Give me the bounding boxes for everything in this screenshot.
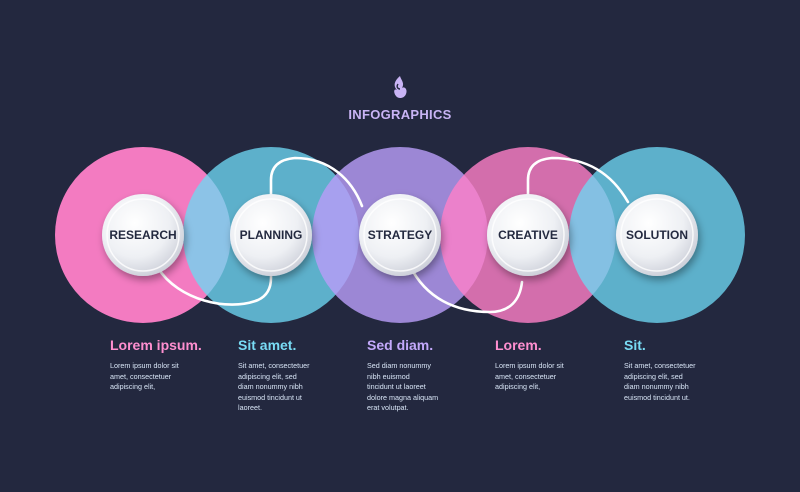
step-column-planning: Sit amet. Sit amet, consectetuer adipisc… <box>238 337 358 414</box>
step-column-research: Lorem ipsum. Lorem ipsum dolor sit amet,… <box>110 337 230 393</box>
step-heading: Lorem ipsum. <box>110 337 202 353</box>
step-label-creative: CREATIVE <box>498 228 558 242</box>
badge-planning <box>230 194 312 276</box>
step-heading: Sed diam. <box>367 337 434 353</box>
badge-creative <box>487 194 569 276</box>
badge-research <box>102 194 184 276</box>
step-heading: Lorem. <box>495 337 542 353</box>
badge-strategy <box>359 194 441 276</box>
step-label-strategy: STRATEGY <box>367 228 433 242</box>
step-description: Sit amet, consectetuer adipiscing elit, … <box>624 361 696 402</box>
swirl-flame-icon <box>394 76 407 99</box>
step-description: Lorem ipsum dolor sit amet, consectetuer… <box>495 361 564 391</box>
badge-solution <box>616 194 698 276</box>
step-heading: Sit. <box>624 337 646 353</box>
step-label-research: RESEARCH <box>109 228 177 242</box>
connector-lines <box>156 156 630 314</box>
step-label-solution: SOLUTION <box>626 228 688 242</box>
step-heading: Sit amet. <box>238 337 297 353</box>
step-column-strategy: Sed diam. Sed diam nonummy nibh euismod … <box>367 337 487 414</box>
step-description: Sed diam nonummy nibh euismod tincidunt … <box>367 361 439 412</box>
step-description: Lorem ipsum dolor sit amet, consectetuer… <box>110 361 179 391</box>
step-label-planning: PLANNING <box>239 228 303 242</box>
page-title: INFOGRAPHICS <box>348 107 452 122</box>
step-column-creative: Lorem. Lorem ipsum dolor sit amet, conse… <box>495 337 615 393</box>
step-column-solution: Sit. Sit amet, consectetuer adipiscing e… <box>624 337 744 403</box>
step-description: Sit amet, consectetuer adipiscing elit, … <box>238 361 310 412</box>
